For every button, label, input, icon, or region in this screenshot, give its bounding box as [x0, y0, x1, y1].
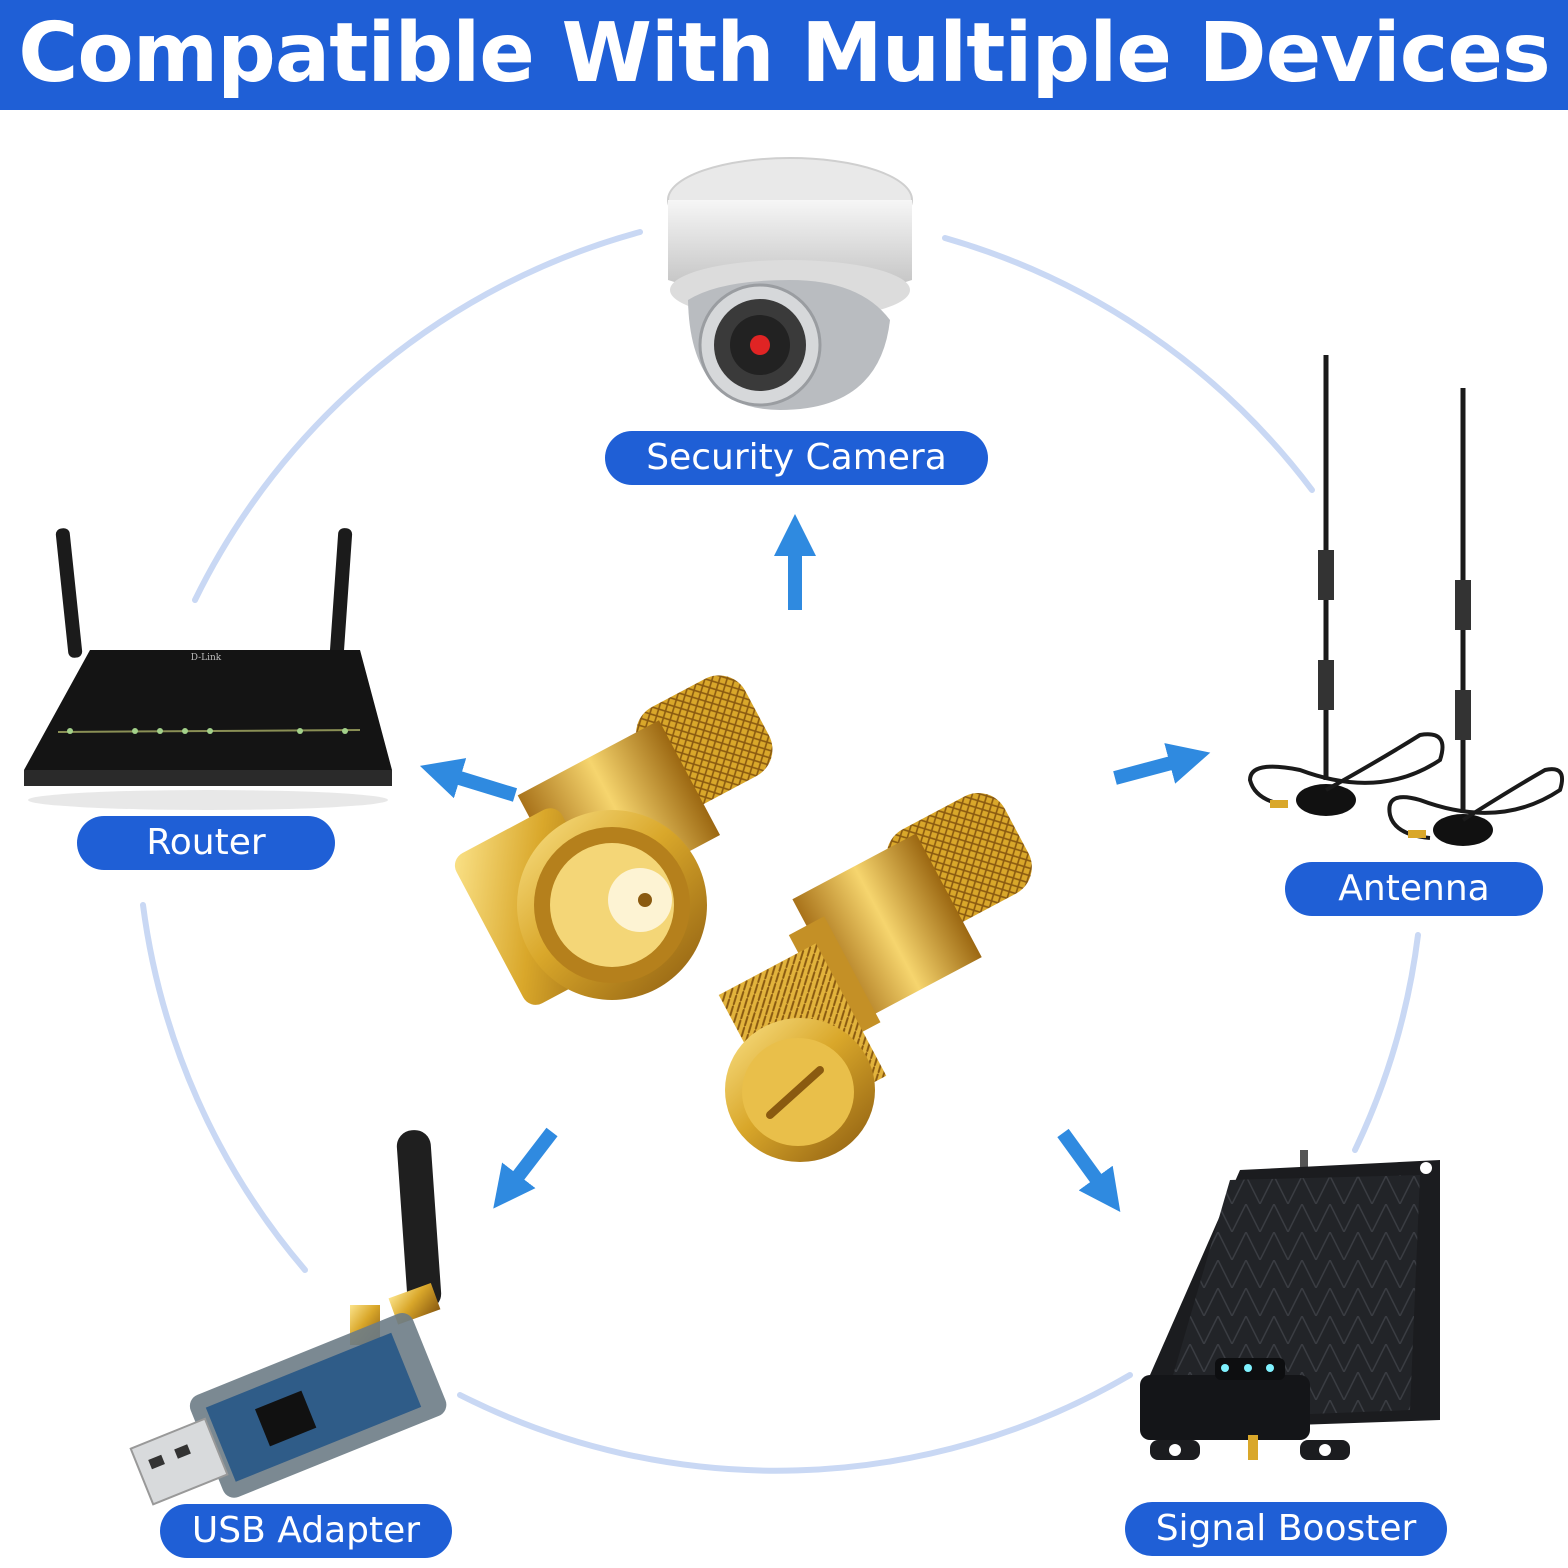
- usb-adapter-icon: [129, 1130, 447, 1506]
- arrow-left-icon: [419, 758, 518, 802]
- antenna-label: Antenna: [1285, 862, 1543, 916]
- usb-adapter-label: USB Adapter: [160, 1504, 452, 1558]
- arrows: [419, 514, 1211, 1212]
- router-label: Router: [77, 816, 335, 870]
- signal-booster-icon: [1140, 1150, 1440, 1460]
- rp-sma-connector-icon: [454, 675, 1032, 1162]
- security-camera-icon: [667, 157, 913, 410]
- antenna-icon: [1247, 355, 1565, 846]
- router-icon: D-Link: [24, 528, 392, 810]
- signal-booster-label: Signal Booster: [1125, 1502, 1447, 1556]
- page-title: Compatible With Multiple Devices: [18, 6, 1551, 101]
- router-brand-label: D-Link: [191, 653, 222, 663]
- arrow-down-left-icon: [493, 1127, 558, 1209]
- arrow-right-icon: [1113, 743, 1211, 785]
- device-diagram: D-Link: [24, 157, 1565, 1506]
- header-banner: Compatible With Multiple Devices: [0, 0, 1568, 110]
- connection-ring: [140, 229, 1421, 1474]
- arrow-down-right-icon: [1057, 1128, 1121, 1212]
- security-camera-label: Security Camera: [605, 431, 988, 485]
